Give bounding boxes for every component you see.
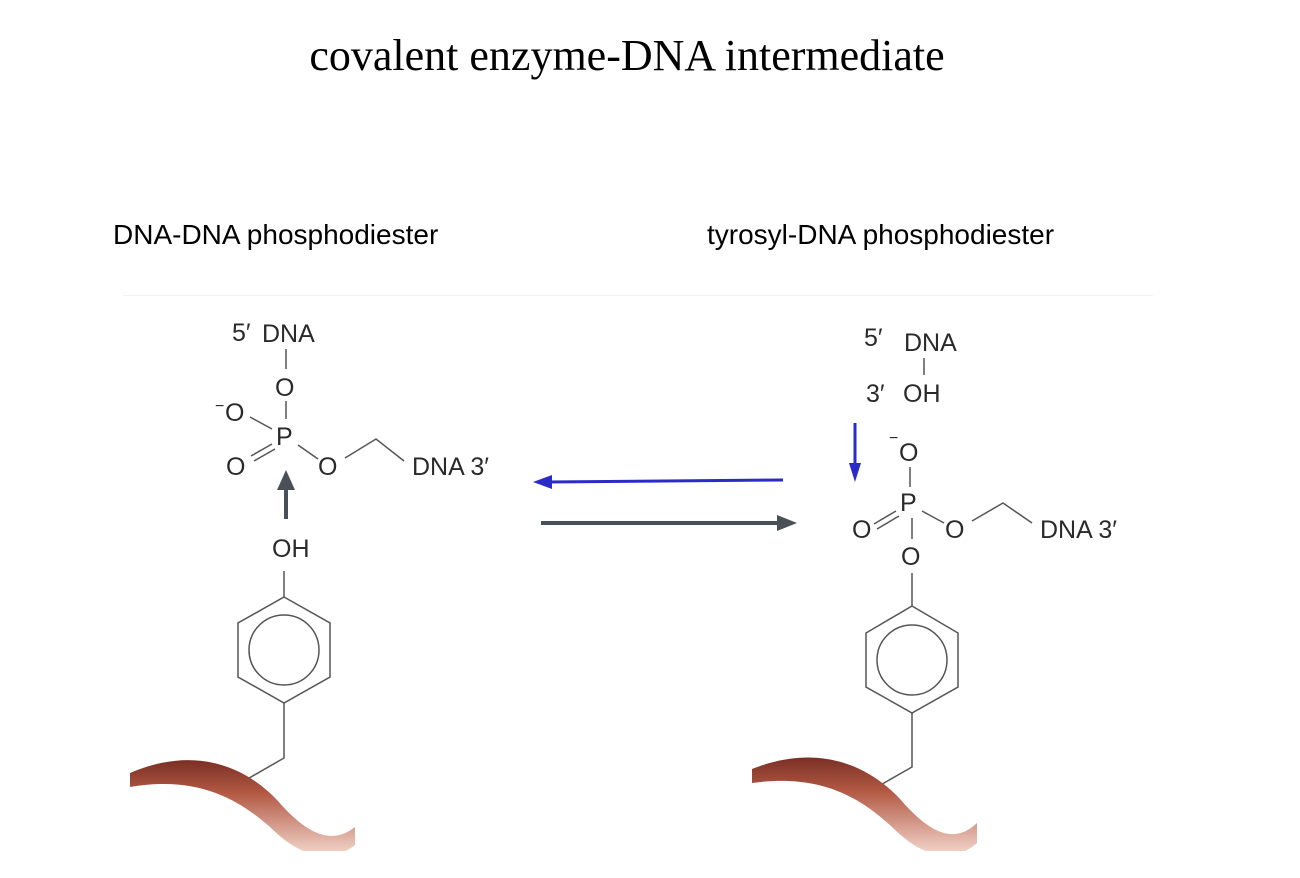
- left-hydroxyl: OH: [272, 535, 310, 563]
- left-five-prime-label: 5′: [232, 319, 251, 347]
- right-o-minus-oxygen: O: [899, 439, 918, 467]
- right-double-bond-a: [873, 510, 897, 525]
- right-oxygen-double: O: [852, 516, 871, 544]
- left-aromatic-circle: [248, 614, 320, 686]
- right-minus-sign: −: [889, 430, 898, 447]
- right-hydroxyl: OH: [903, 380, 941, 408]
- right-bond-p-obridge: [921, 510, 945, 524]
- equilibrium-arrows: [533, 475, 797, 531]
- right-protein-backbone: [752, 757, 977, 856]
- right-dna-right-label: DNA 3′: [1040, 516, 1117, 544]
- right-five-prime-label: 5′: [864, 324, 883, 352]
- right-bridge-chain: [971, 502, 1033, 524]
- right-oxygen-bottom: O: [901, 543, 920, 571]
- left-bond-p-obridge: [297, 444, 319, 460]
- left-o-minus-oxygen: O: [225, 399, 244, 427]
- right-ch2-linker: [869, 713, 913, 792]
- right-molecule: 5′ DNA 3′ OH − O P O O DNA 3′ O: [752, 324, 1117, 856]
- right-three-prime-label: 3′: [866, 380, 885, 408]
- right-panel-heading: tyrosyl-DNA phosphodiester: [707, 219, 1055, 250]
- reverse-arrow-head: [533, 475, 552, 489]
- right-oxygen-bridge: O: [945, 516, 964, 544]
- reaction-diagram: 5′ DNA O − O P O O DNA 3′ OH: [130, 319, 1117, 857]
- right-double-bond-b: [876, 515, 900, 530]
- left-dna-top-label: DNA: [262, 320, 315, 348]
- left-attack-arrow-head: [277, 470, 295, 490]
- left-minus-sign: −: [215, 398, 224, 415]
- left-phosphorus: P: [276, 423, 293, 451]
- left-double-bond-a: [250, 443, 273, 457]
- left-molecule: 5′ DNA O − O P O O DNA 3′ OH: [130, 319, 489, 857]
- right-aromatic-circle: [876, 624, 948, 696]
- left-ch2-linker: [243, 703, 285, 782]
- left-dna-right-label: DNA 3′: [412, 453, 489, 481]
- left-phenyl-ring: [237, 596, 331, 704]
- slide-subtitle-text: covalent enzyme-DNA intermediate: [309, 31, 945, 80]
- right-dna-top-label: DNA: [904, 329, 957, 357]
- slide-subtitle: covalent enzyme-DNA intermediate: [0, 30, 1300, 81]
- left-oxygen-bridge: O: [318, 453, 337, 481]
- reaction-figure-panel: 5′ DNA O − O P O O DNA 3′ OH: [123, 295, 1153, 857]
- left-panel-heading: DNA-DNA phosphodiester: [113, 219, 439, 250]
- left-double-bond-b: [253, 448, 276, 462]
- right-phenyl-ring: [865, 605, 959, 714]
- left-oxygen-double: O: [226, 453, 245, 481]
- left-bond-ominus-p: [249, 416, 273, 430]
- right-phosphorus: P: [900, 489, 917, 517]
- left-oxygen-top: O: [275, 374, 294, 402]
- forward-arrow-head: [777, 515, 797, 531]
- right-attack-arrow-head: [849, 463, 861, 482]
- left-protein-backbone: [130, 760, 355, 857]
- reverse-arrow-shaft: [547, 478, 784, 484]
- left-bridge-chain: [344, 438, 405, 462]
